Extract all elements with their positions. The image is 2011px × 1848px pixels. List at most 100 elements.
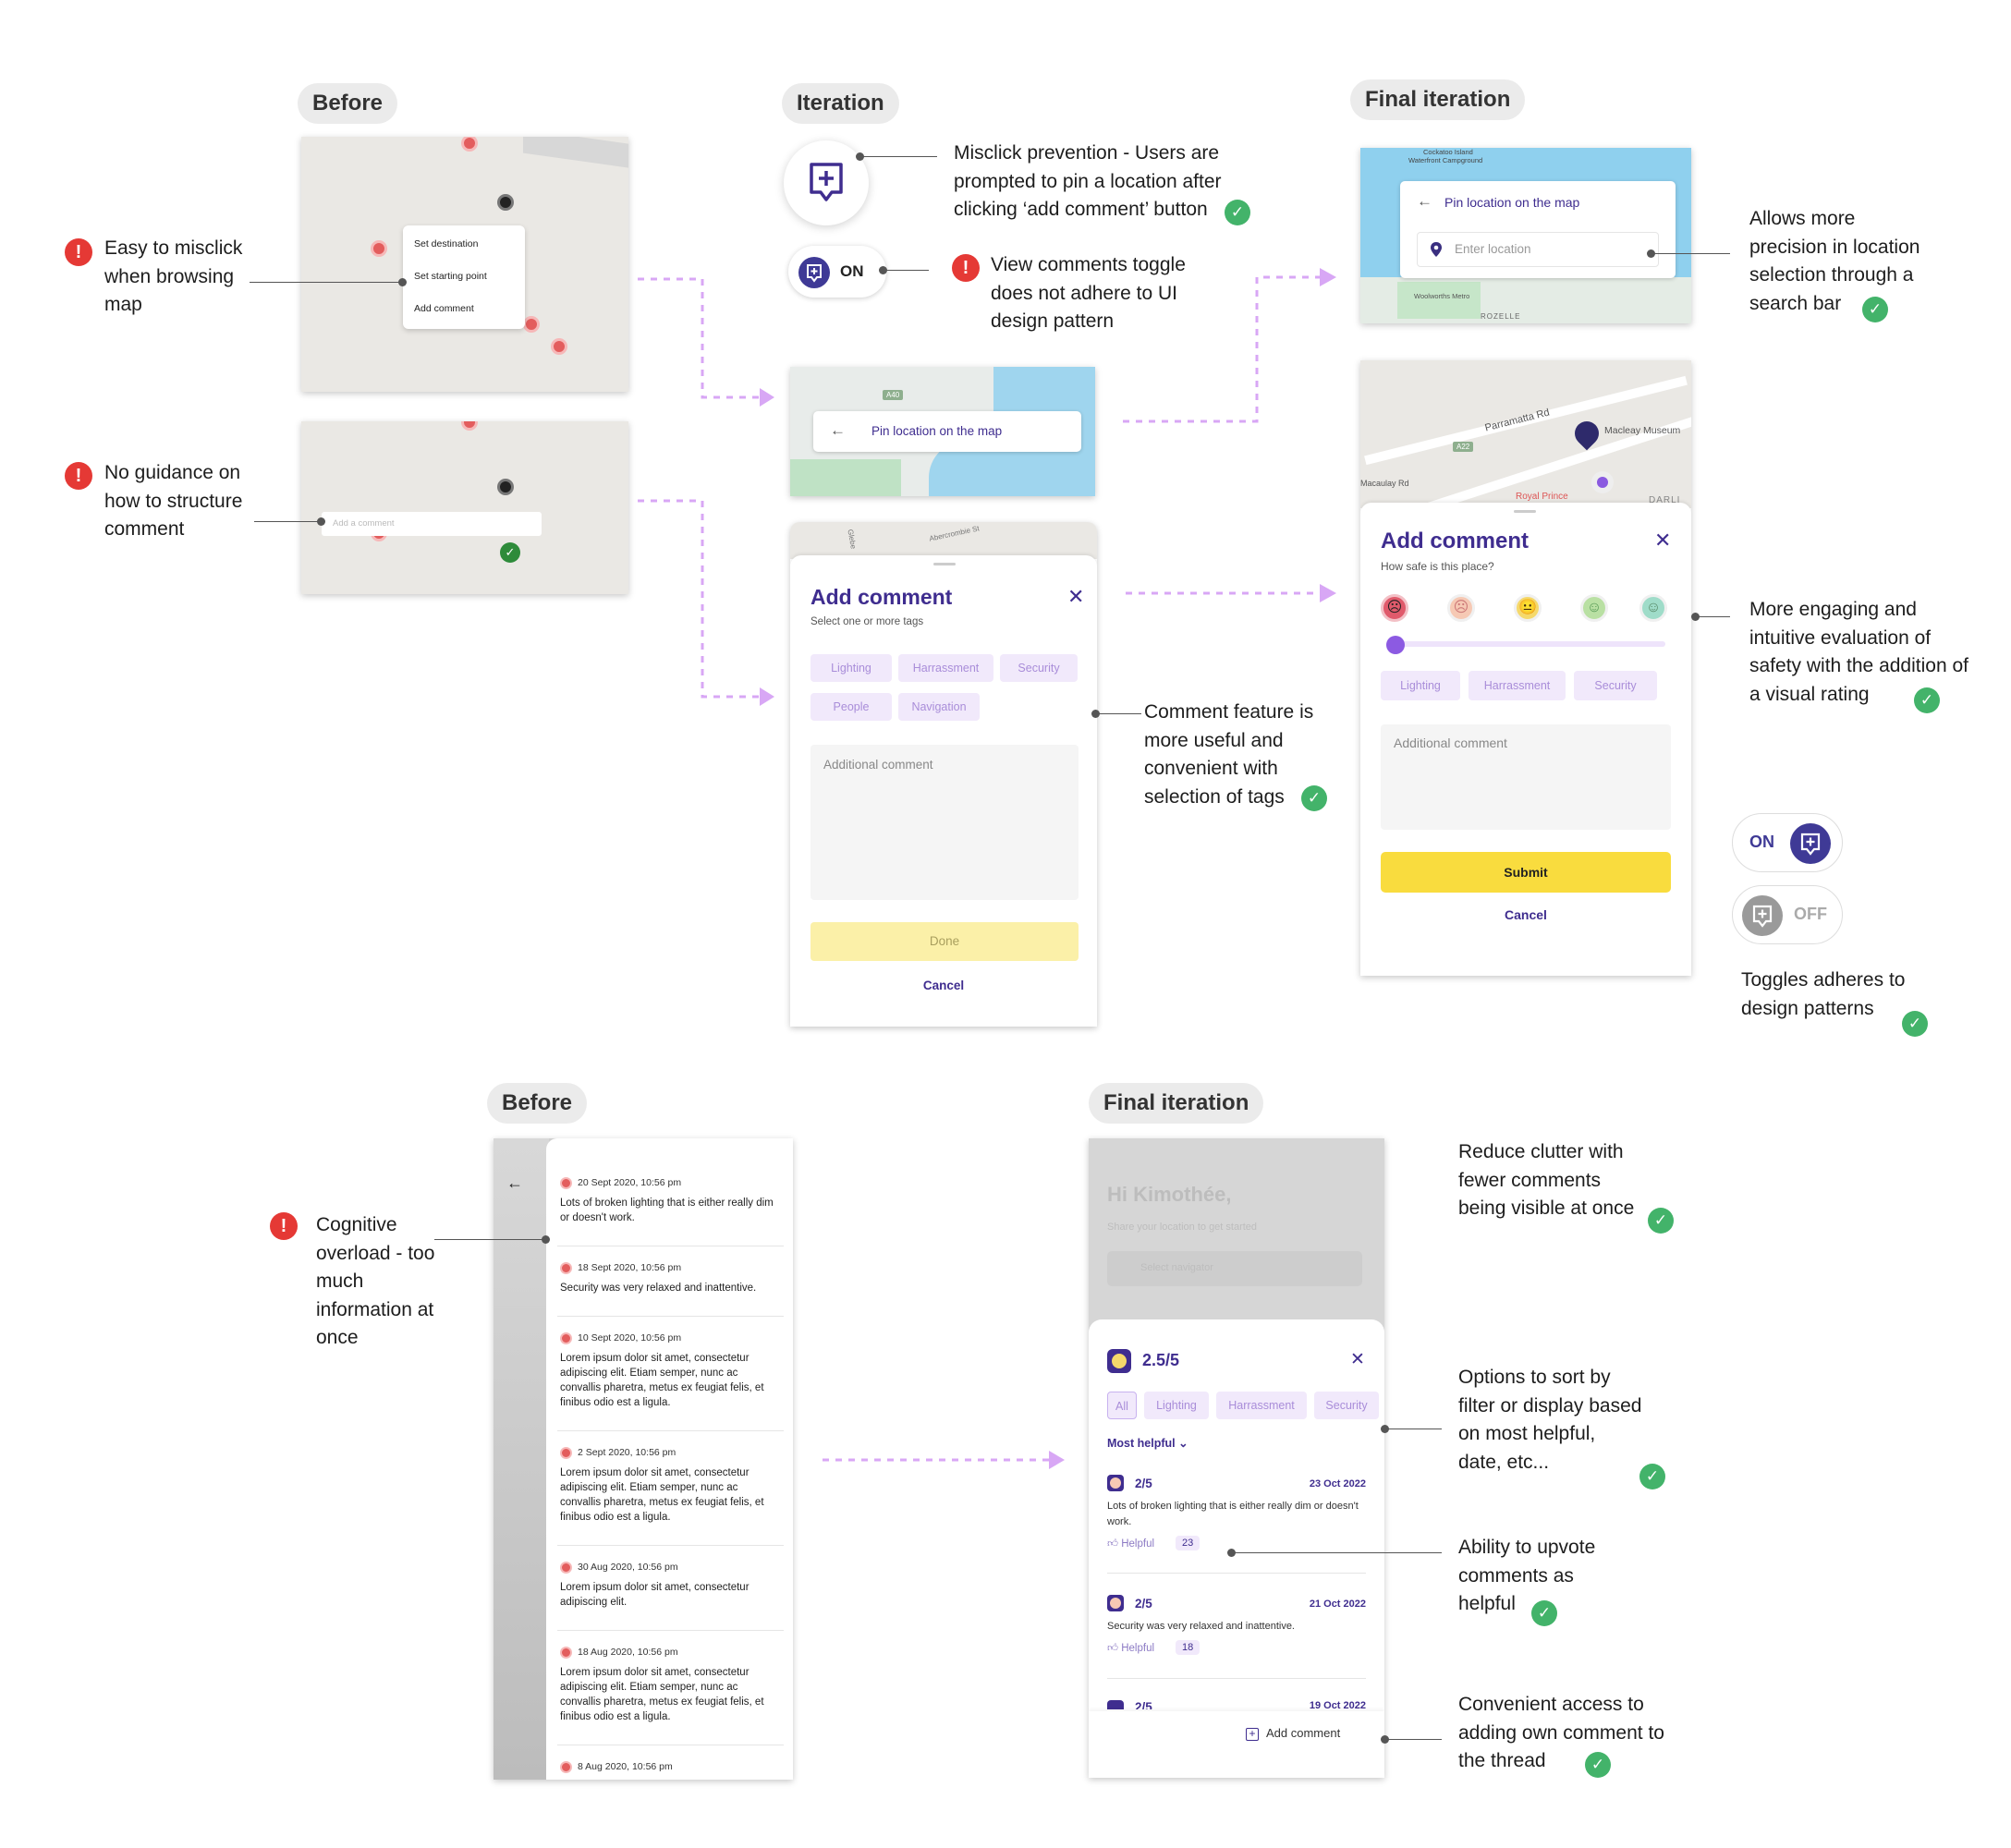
additional-comment-field[interactable]: Additional comment: [810, 745, 1079, 900]
thumbs-up-icon: 👍︎: [1107, 1538, 1119, 1550]
tag-harrassment[interactable]: Harrassment: [1469, 671, 1566, 700]
comment-timestamp: 20 Sept 2020, 10:56 pm: [578, 1177, 682, 1188]
iteration-comment-form: Abercrombie St Glebe Add comment ✕ Selec…: [790, 522, 1097, 1027]
note-sort: Options to sort by filter or display bas…: [1458, 1367, 1642, 1473]
map-pin: [523, 316, 540, 333]
section-final: Final iteration: [1350, 79, 1526, 120]
connector-dot: [542, 1235, 550, 1244]
rating-icon: [1107, 1595, 1124, 1611]
helpful-count: 18: [1176, 1640, 1201, 1655]
check-icon: ✓: [1648, 1208, 1674, 1234]
enter-location-input[interactable]: Enter location: [1417, 232, 1659, 267]
back-arrow-icon[interactable]: ←: [1417, 192, 1432, 210]
bg-greeting: Hi Kimothée,: [1107, 1183, 1232, 1206]
sort-dropdown[interactable]: Most helpful ⌄: [1107, 1436, 1188, 1450]
iteration-toggle[interactable]: ON: [788, 246, 886, 298]
check-icon: ✓: [1902, 1011, 1928, 1037]
street-label: Abercrombie St: [928, 524, 981, 543]
form-subtitle: Select one or more tags: [810, 616, 924, 627]
back-arrow-icon[interactable]: ←: [506, 1173, 523, 1192]
comment-item: 8 Aug 2020, 10:56 pm: [560, 1759, 776, 1780]
close-icon[interactable]: ✕: [1350, 1350, 1365, 1369]
location-marker: [1591, 471, 1614, 493]
rating-unsafe-icon[interactable]: ☹: [1447, 594, 1475, 622]
additional-comment-field[interactable]: Additional comment: [1381, 724, 1671, 830]
menu-add-comment[interactable]: Add comment: [414, 303, 474, 314]
close-icon[interactable]: ✕: [1654, 529, 1672, 552]
connector: [1651, 253, 1730, 254]
tag-security[interactable]: Security: [1574, 671, 1657, 700]
comment-score: 2/5: [1135, 1477, 1152, 1490]
comment-timestamp: 10 Sept 2020, 10:56 pm: [578, 1332, 682, 1343]
comment-score: 2/5: [1135, 1597, 1152, 1611]
filter-lighting[interactable]: Lighting: [1144, 1392, 1209, 1419]
helpful-button[interactable]: 👍︎ Helpful: [1107, 1538, 1154, 1550]
section-iteration: Iteration: [782, 83, 899, 124]
rating-slider[interactable]: [1386, 641, 1665, 647]
connector-dot: [856, 152, 864, 161]
map-label: Royal Prince: [1516, 492, 1568, 502]
tag-security[interactable]: Security: [1000, 654, 1078, 682]
menu-set-destination[interactable]: Set destination: [414, 238, 479, 249]
comments-icon: [798, 257, 830, 288]
submit-button[interactable]: Submit: [1381, 852, 1671, 893]
connector-dot: [317, 517, 325, 526]
toggle-on[interactable]: ON: [1732, 813, 1843, 872]
note-toggles: Toggles adheres to design patterns: [1741, 969, 1906, 1019]
comment-text: Lorem ipsum dolor sit amet, consectetur …: [560, 1667, 764, 1722]
pin-search-bar[interactable]: ← Pin location on the map: [813, 411, 1081, 452]
cancel-button[interactable]: Cancel: [922, 979, 965, 992]
comment-text: Lorem ipsum dolor sit amet, consectetur …: [560, 1582, 750, 1608]
rating-safe-icon[interactable]: ☺: [1580, 594, 1608, 622]
note-engaging: More engaging and intuitive evaluation o…: [1749, 599, 1968, 705]
rating-very-unsafe-icon[interactable]: ☹: [1381, 594, 1408, 622]
tag-lighting[interactable]: Lighting: [810, 654, 892, 682]
filter-harrassment[interactable]: Harrassment: [1216, 1392, 1307, 1419]
comment-item: 2/5 19 Oct 2022: [1107, 1700, 1366, 1709]
helpful-label: Helpful: [1121, 1643, 1155, 1654]
before-comment-input[interactable]: Add a comment: [322, 512, 542, 536]
comment-text: Security was very relaxed and inattentiv…: [560, 1283, 757, 1294]
section-final-comments: Final iteration: [1089, 1083, 1264, 1124]
toggle-off[interactable]: OFF: [1732, 885, 1843, 944]
done-button[interactable]: Done: [810, 922, 1079, 961]
tag-lighting[interactable]: Lighting: [1381, 671, 1460, 700]
helpful-button[interactable]: 👍︎ Helpful: [1107, 1642, 1154, 1655]
note-convenient: Convenient access to adding own comment …: [1458, 1694, 1664, 1771]
map-pin: [371, 240, 387, 257]
connector: [859, 156, 937, 157]
map-pin: [461, 421, 478, 431]
overall-rating: 2.5/5: [1142, 1351, 1180, 1369]
confirm-icon[interactable]: ✓: [500, 542, 520, 563]
tag-people[interactable]: People: [810, 693, 892, 721]
connector: [254, 521, 321, 522]
cancel-button[interactable]: Cancel: [1505, 907, 1547, 922]
tag-harrassment[interactable]: Harrassment: [898, 654, 993, 682]
note-toggle: View comments toggle does not adhere to …: [991, 254, 1186, 332]
connector-dot: [1091, 710, 1100, 718]
rating-slider-handle[interactable]: [1386, 636, 1405, 654]
toggle-off-label: OFF: [1794, 905, 1827, 923]
comment-timestamp: 18 Sept 2020, 10:56 pm: [578, 1262, 682, 1273]
filter-all[interactable]: All: [1107, 1392, 1137, 1419]
tag-navigation[interactable]: Navigation: [898, 693, 980, 721]
connector-dot: [398, 278, 407, 286]
map-pin: [551, 338, 567, 355]
connector: [1095, 713, 1141, 714]
add-comment-fab[interactable]: [784, 140, 869, 225]
menu-set-starting-point[interactable]: Set starting point: [414, 271, 487, 282]
filter-security[interactable]: Security: [1314, 1392, 1379, 1419]
connector: [1231, 1552, 1442, 1553]
form-title: Add comment: [810, 585, 953, 609]
close-icon[interactable]: ✕: [1067, 585, 1085, 608]
add-comment-button[interactable]: +Add comment: [1246, 1726, 1340, 1741]
rating-very-safe-icon[interactable]: ☺: [1639, 594, 1667, 622]
rating-neutral-icon[interactable]: 😐: [1514, 594, 1542, 622]
rating-icon: [1107, 1349, 1131, 1373]
back-arrow-icon[interactable]: ←: [830, 421, 846, 439]
map-label: Macleay Museum: [1604, 425, 1681, 436]
check-icon: ✓: [1914, 687, 1940, 713]
comment-timestamp: 2 Sept 2020, 10:56 pm: [578, 1447, 676, 1458]
pin-title: Pin location on the map: [871, 424, 1003, 438]
